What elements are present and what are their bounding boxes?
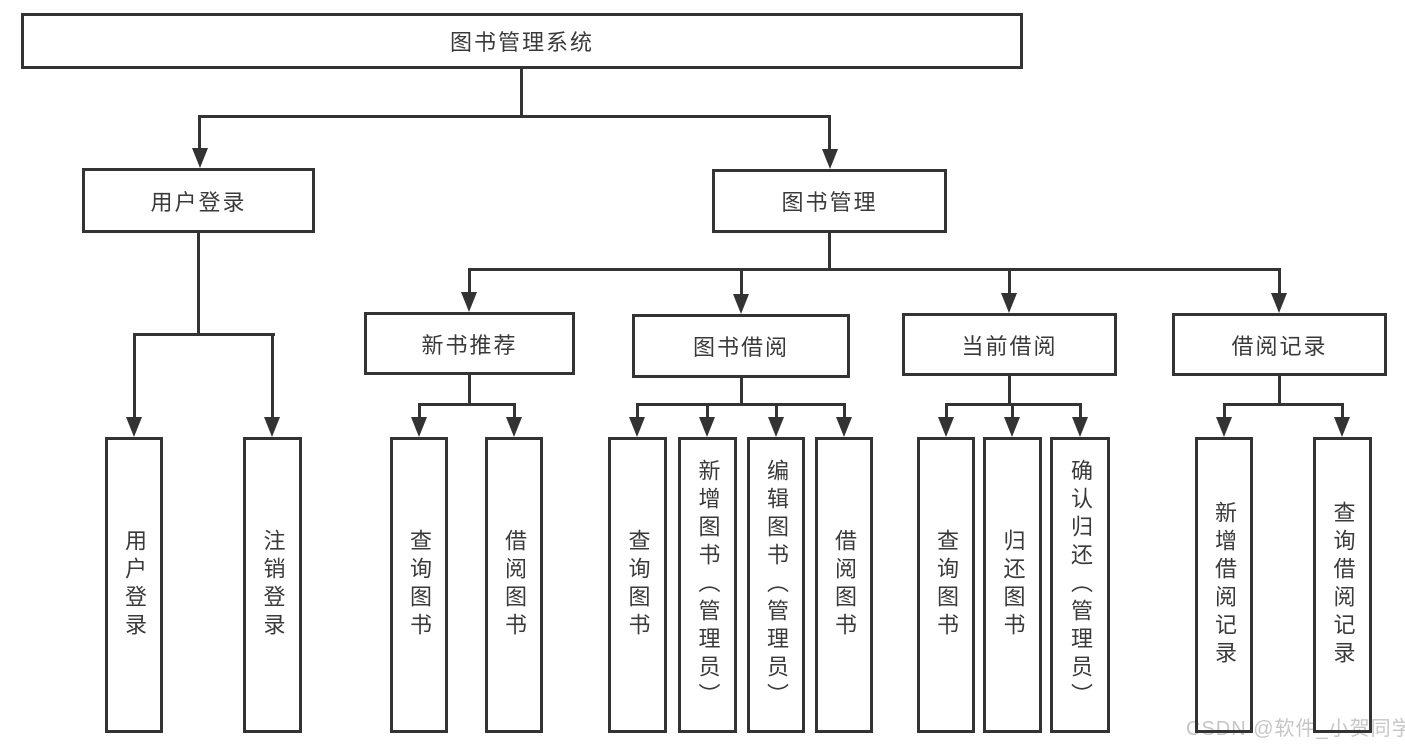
connector-vline [775, 403, 778, 418]
arrowhead-down-icon [411, 417, 427, 437]
arrowhead-down-icon [126, 417, 142, 437]
leaf-records-query: 查询借阅记录 [1313, 437, 1372, 733]
leaf-newbooks-borrow: 借阅图书 [485, 437, 543, 733]
leaf-current-confirm-label: 确认归还（管理员） [1068, 459, 1093, 711]
connector-vline [271, 333, 274, 418]
leaf-records-add-label: 新增借阅记录 [1212, 501, 1237, 669]
leaf-borrow-add-label: 新增图书（管理员） [695, 459, 721, 711]
leaf-records-add: 新增借阅记录 [1195, 437, 1253, 733]
leaf-current-return: 归还图书 [983, 437, 1042, 733]
connector-vline [513, 403, 516, 418]
leaf-current-confirm: 确认归还（管理员） [1050, 437, 1110, 733]
arrowhead-down-icon [506, 417, 522, 437]
leaf-user-login: 用户登录 [105, 437, 163, 733]
connector-vline [418, 403, 421, 418]
arrowhead-down-icon [733, 294, 749, 314]
connector-vline [636, 403, 639, 418]
node-new-books: 新书推荐 [364, 312, 575, 375]
connector-vline [1011, 403, 1014, 418]
connector-vline [740, 268, 743, 295]
connector-vline [828, 233, 831, 270]
leaf-newbooks-query: 查询图书 [390, 437, 448, 733]
leaf-newbooks-borrow-label: 借阅图书 [502, 529, 527, 641]
connector-vline [1278, 268, 1281, 294]
connector-vline [1223, 403, 1226, 418]
arrowhead-down-icon [264, 417, 280, 437]
connector-vline [520, 68, 523, 117]
leaf-borrow-borrow: 借阅图书 [815, 437, 873, 733]
arrowhead-down-icon [938, 417, 954, 437]
connector-vline [740, 378, 743, 405]
node-user-login: 用户登录 [82, 168, 315, 233]
leaf-records-query-label: 查询借阅记录 [1330, 501, 1356, 669]
leaf-borrow-edit-label: 编辑图书（管理员） [764, 459, 789, 711]
connector-vline [198, 115, 201, 148]
arrowhead-down-icon [1004, 417, 1020, 437]
csdn-watermark: CSDN @软件_小贺同学 [1186, 718, 1405, 740]
leaf-user-login-label: 用户登录 [122, 529, 147, 641]
connector-vline [706, 403, 709, 418]
connector-hline [418, 403, 516, 406]
leaf-borrow-edit: 编辑图书（管理员） [747, 437, 805, 733]
leaf-borrow-query-label: 查询图书 [625, 529, 651, 641]
node-current-borrow-label: 当前借阅 [961, 333, 1058, 359]
node-user-login-label: 用户登录 [150, 189, 247, 215]
node-new-books-label: 新书推荐 [421, 332, 518, 358]
connector-vline [1008, 268, 1011, 294]
arrowhead-down-icon [836, 417, 852, 437]
connector-vline [468, 268, 471, 293]
arrowhead-down-icon [1271, 293, 1287, 313]
arrowhead-down-icon [768, 417, 784, 437]
connector-hline [198, 115, 831, 118]
leaf-borrow-borrow-label: 借阅图书 [832, 529, 857, 641]
leaf-logout: 注销登录 [243, 437, 302, 733]
node-root-label: 图书管理系统 [449, 30, 594, 55]
arrowhead-down-icon [1001, 293, 1017, 313]
leaf-current-return-label: 归还图书 [1000, 529, 1026, 641]
leaf-newbooks-query-label: 查询图书 [407, 529, 432, 641]
node-book-mgmt: 图书管理 [712, 169, 947, 233]
arrowhead-down-icon [461, 292, 477, 312]
connector-vline [468, 375, 471, 405]
arrowhead-down-icon [192, 148, 208, 168]
connector-vline [1079, 403, 1082, 418]
connector-hline [1223, 403, 1344, 406]
leaf-logout-label: 注销登录 [260, 529, 286, 641]
connector-hline [636, 403, 845, 406]
arrowhead-down-icon [1072, 417, 1088, 437]
node-book-mgmt-label: 图书管理 [781, 190, 878, 215]
connector-vline [1008, 376, 1011, 405]
connector-vline [828, 115, 831, 149]
arrowhead-down-icon [629, 417, 645, 437]
node-borrow-records: 借阅记录 [1172, 313, 1387, 376]
connector-vline [1278, 376, 1281, 405]
node-book-borrow-label: 图书借阅 [692, 335, 789, 360]
node-root: 图书管理系统 [21, 13, 1023, 69]
connector-vline [1341, 403, 1344, 418]
leaf-current-query-label: 查询图书 [934, 529, 959, 641]
leaf-current-query: 查询图书 [917, 437, 975, 733]
node-book-borrow: 图书借阅 [632, 314, 850, 378]
arrowhead-down-icon [822, 149, 838, 169]
arrowhead-down-icon [1334, 417, 1350, 437]
leaf-borrow-add: 新增图书（管理员） [678, 437, 737, 733]
arrowhead-down-icon [1216, 417, 1232, 437]
node-current-borrow: 当前借阅 [902, 313, 1117, 376]
connector-hline [133, 333, 275, 336]
arrowhead-down-icon [699, 417, 715, 437]
node-borrow-records-label: 借阅记录 [1231, 333, 1328, 359]
connector-vline [843, 403, 846, 418]
connector-vline [133, 333, 136, 418]
leaf-borrow-query: 查询图书 [608, 437, 667, 733]
connector-vline [197, 233, 200, 335]
connector-hline [468, 268, 1281, 271]
connector-vline [945, 403, 948, 418]
